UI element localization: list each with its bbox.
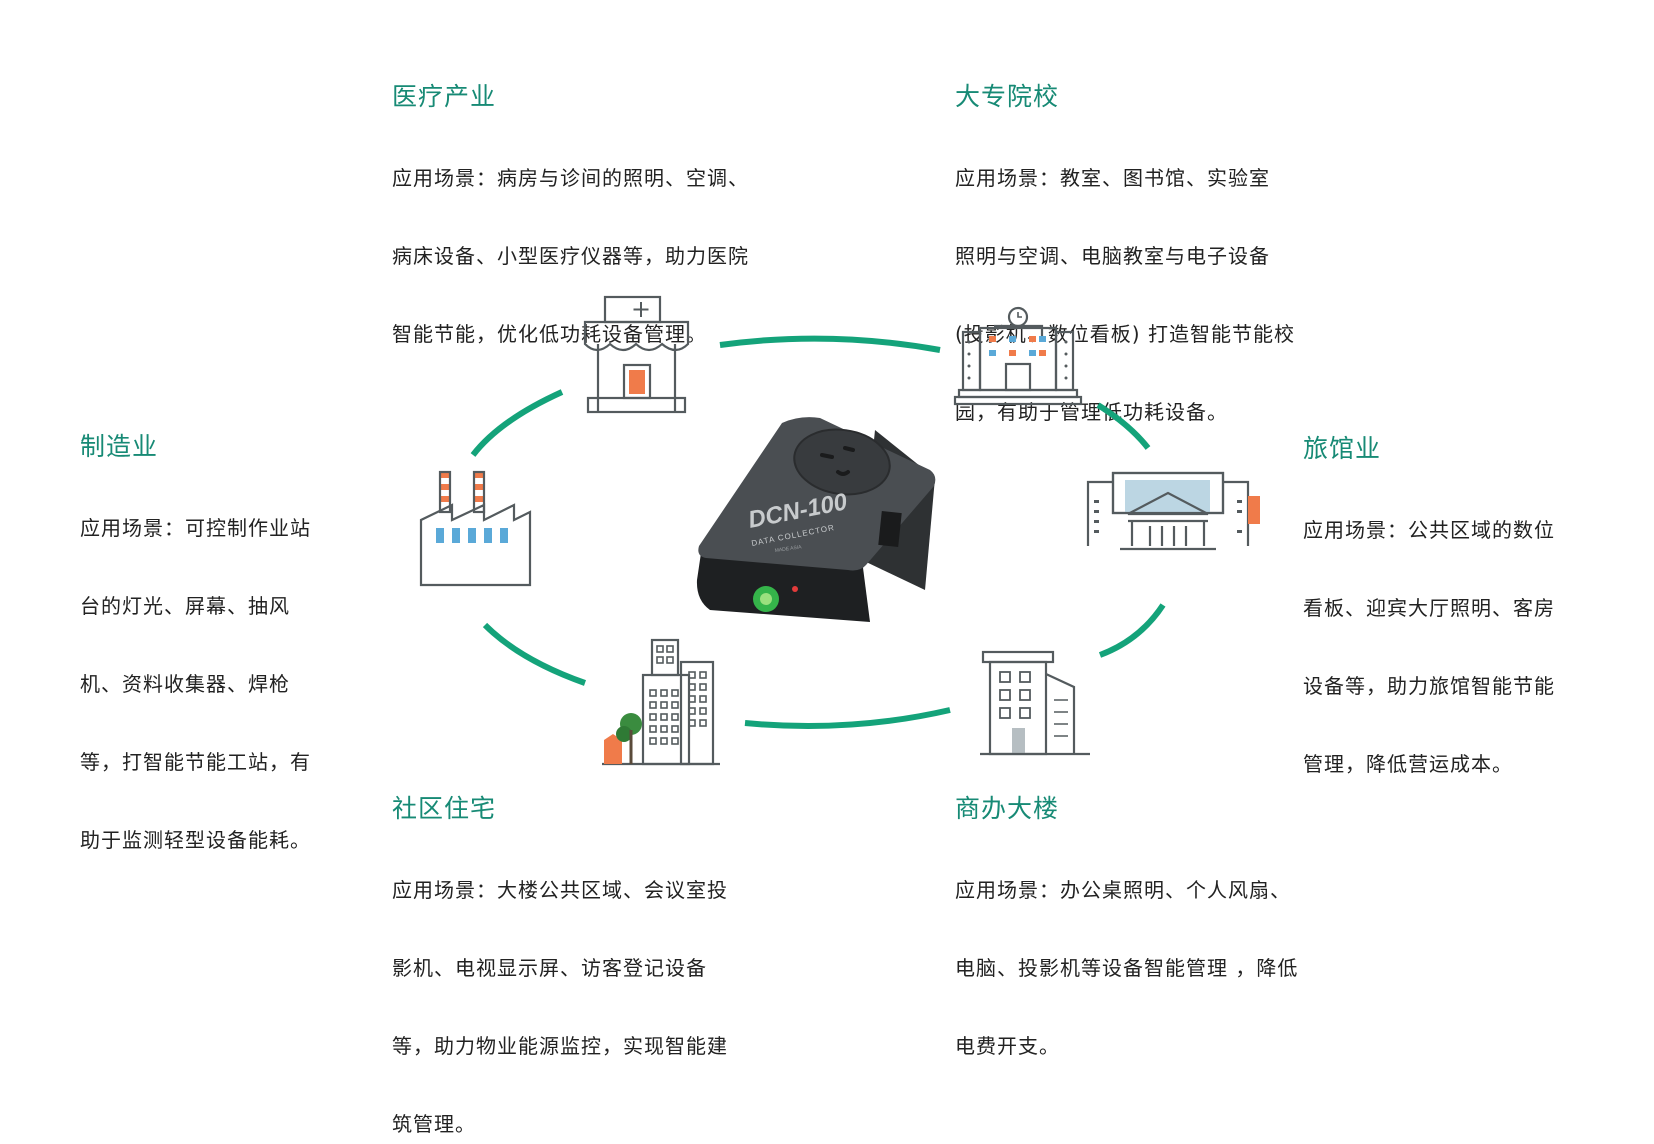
desc-line: 等，打智能节能工站，有 [80,750,311,774]
ring-arc-bottom [744,707,951,729]
section-hotel: 旅馆业 应用场景：公共区域的数位 看板、迎宾大厅照明、客房 设备等，助力旅馆智能… [1303,432,1555,784]
desc-line: 等，助力物业能源监控，实现智能建 [392,1034,728,1058]
section-description: 应用场景：办公桌照明、个人风扇、 电脑、投影机等设备智能管理 ，降低 电费开支。 [955,832,1298,1066]
desc-line: (投影机、数位看板) 打造智能节能校 [955,322,1295,346]
factory-icon [419,470,532,587]
desc-line: 应用场景：病房与诊间的照明、空调、 [392,166,749,190]
desc-line: 设备等，助力旅馆智能节能 [1303,674,1555,698]
desc-line: 照明与空调、电脑教室与电子设备 [955,244,1270,268]
section-medical: 医疗产业 应用场景：病房与诊间的照明、空调、 病床设备、小型医疗仪器等，助力医院… [392,80,749,354]
section-description: 应用场景：公共区域的数位 看板、迎宾大厅照明、客房 设备等，助力旅馆智能节能 管… [1303,472,1555,784]
section-description: 应用场景：病房与诊间的照明、空调、 病床设备、小型医疗仪器等，助力医院 智能节能… [392,120,749,354]
device-side-port [878,511,902,547]
section-description: 应用场景：可控制作业站 台的灯光、屏幕、抽风 机、资料收集器、焊枪 等，打智能节… [80,470,311,860]
section-title: 医疗产业 [392,82,497,111]
desc-line: 应用场景：大楼公共区域、会议室投 [392,878,728,902]
section-office: 商办大楼 应用场景：办公桌照明、个人风扇、 电脑、投影机等设备智能管理 ，降低 … [955,792,1298,1066]
device-front [696,553,870,622]
desc-line: 管理，降低营运成本。 [1303,752,1513,776]
desc-line: 助于监测轻型设备能耗。 [80,828,311,852]
section-title: 旅馆业 [1303,434,1382,463]
desc-line: 电费开支。 [955,1034,1060,1058]
ring-arc-bottom-right [1098,603,1166,658]
school-building-icon [953,306,1083,406]
data-collector-device: DCN-100 DATA COLLECTOR MADE ASIA [696,417,936,622]
section-title: 商办大楼 [955,794,1060,823]
desc-line: 看板、迎宾大厅照明、客房 [1303,596,1555,620]
section-description: 应用场景：教室、图书馆、实验室 照明与空调、电脑教室与电子设备 (投影机、数位看… [955,120,1295,432]
section-title: 大专院校 [955,82,1060,111]
section-title: 制造业 [80,432,159,461]
section-college: 大专院校 应用场景：教室、图书馆、实验室 照明与空调、电脑教室与电子设备 (投影… [955,80,1295,432]
ring-arc-bottom-left [482,622,587,686]
device-socket [793,428,891,496]
desc-line: 台的灯光、屏幕、抽风 [80,594,290,618]
ring-arc-top-right [1096,402,1151,450]
desc-line: 应用场景：公共区域的数位 [1303,518,1555,542]
device-status-led [792,586,798,592]
section-title: 社区住宅 [392,794,497,823]
desc-line: 应用场景：可控制作业站 [80,516,311,540]
section-manufacturing: 制造业 应用场景：可控制作业站 台的灯光、屏幕、抽风 机、资料收集器、焊枪 等，… [80,430,311,860]
desc-line: 电脑、投影机等设备智能管理 ，降低 [955,956,1299,980]
clinic-building-icon [583,295,690,414]
ring [470,335,1166,729]
diagram-art: DCN-100 DATA COLLECTOR MADE ASIA [419,295,1260,766]
hotel-building-icon [1086,471,1260,551]
office-tower-icon [980,650,1090,756]
apartment-buildings-icon [602,638,720,766]
desc-line: 筑管理。 [392,1112,476,1136]
ring-arc-top [719,335,941,353]
desc-line: 病床设备、小型医疗仪器等，助力医院 [392,244,749,268]
desc-line: 应用场景：办公桌照明、个人风扇、 [955,878,1291,902]
desc-line: 影机、电视显示屏、访客登记设备 [392,956,707,980]
desc-line: 机、资料收集器、焊枪 [80,672,290,696]
device-tiny-label: MADE ASIA [774,544,802,554]
desc-line: 智能节能，优化低功耗设备管理。 [392,322,707,346]
ring-arc-top-left [470,389,564,457]
desc-line: 应用场景：教室、图书馆、实验室 [955,166,1270,190]
